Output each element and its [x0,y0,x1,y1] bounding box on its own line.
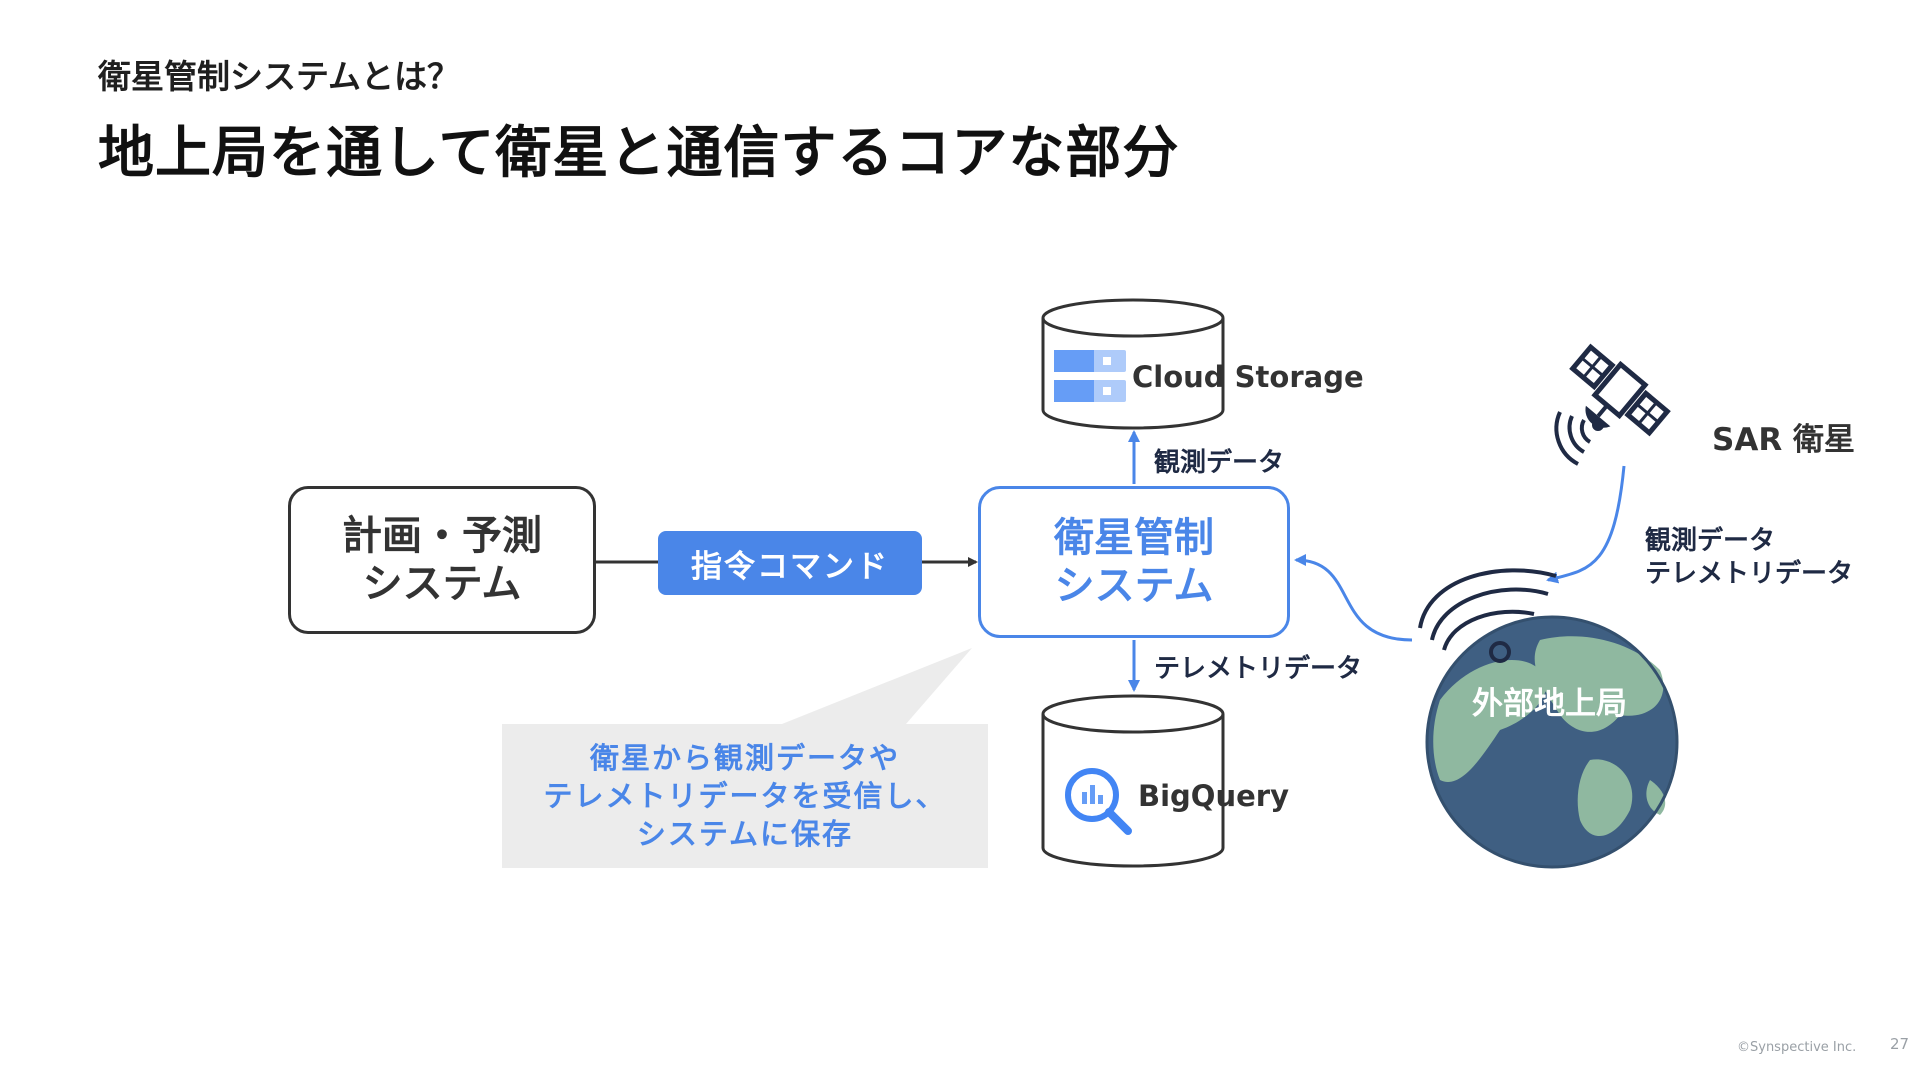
bigquery-label: BigQuery [1138,779,1289,813]
command-label: 指令コマンド [658,531,922,595]
satellite-to-ground-arrow [1546,465,1626,584]
control-system-line2: システム [1054,563,1214,609]
slide-subtitle: 衛星管制システムとは？ [98,57,461,96]
footer-copyright: ©Synspective Inc. [1737,1040,1857,1055]
satellite-edge-label-1: 観測データ [1645,526,1776,556]
edge-label-obs-data: 観測データ [1154,448,1285,478]
sar-satellite-label: SAR 衛星 [1712,422,1855,458]
bigquery-icon [1065,768,1132,835]
callout-line1: 衛星から観測データや [589,741,900,775]
callout-line2: テレメトリデータを受信し、 [543,779,947,813]
globe-antenna-icon [1418,568,1679,869]
satellite-edge-label-2: テレメトリデータ [1645,559,1854,589]
ground-station-label: 外部地上局 [1472,686,1627,722]
callout-note: 衛星から観測データや テレメトリデータを受信し、 システムに保存 [502,724,988,868]
planning-system-line1: 計画・予測 [342,513,542,559]
planning-system-box: 計画・予測 システム [288,486,596,634]
slide-title: 地上局を通して衛星と通信するコアな部分 [98,121,1180,186]
satellite-icon [1569,343,1671,437]
bigquery-db [1041,694,1225,868]
control-system-line1: 衛星管制 [1054,515,1214,561]
cloud-storage-icon [1054,350,1126,402]
cloud-storage-db [1041,298,1225,430]
callout-line3: システムに保存 [636,817,854,851]
cloud-storage-label: Cloud Storage [1132,360,1364,394]
callout-pointer [782,648,972,724]
satellite-signal-icon [1554,411,1604,466]
ground-to-control-arrow [1294,554,1413,642]
edge-label-telemetry: テレメトリデータ [1154,654,1363,684]
control-system-box: 衛星管制 システム [978,486,1290,638]
page-number: 27 [1890,1035,1910,1053]
planning-system-line2: システム [362,561,522,607]
